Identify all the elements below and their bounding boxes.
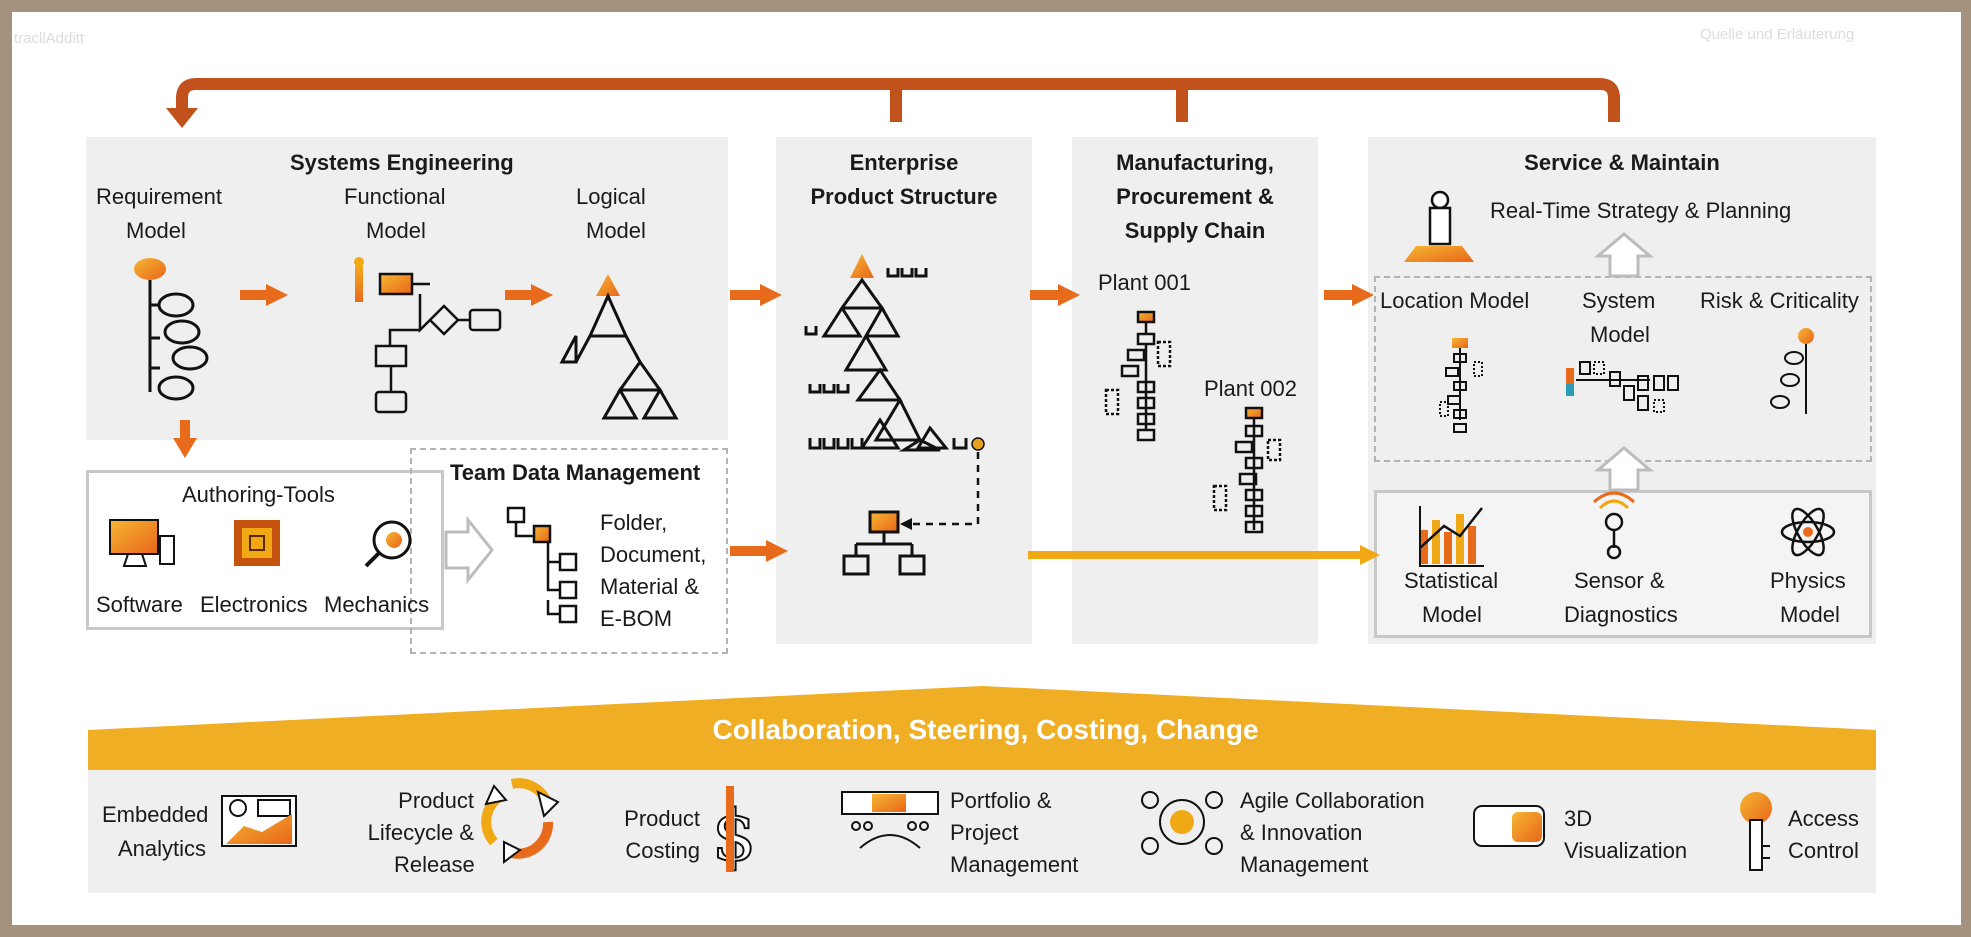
- product-costing-icon: $: [711, 786, 758, 878]
- tdm-desc-1: Folder,: [600, 510, 668, 535]
- access-key-icon: [1740, 792, 1772, 871]
- physics-icon: [1780, 507, 1836, 557]
- manufacturing-title-1: Manufacturing,: [1116, 150, 1274, 175]
- tdm-desc-3: Material &: [600, 574, 700, 599]
- embedded-analytics-icon: [221, 795, 297, 847]
- tdm-desc-2: Document,: [600, 542, 707, 567]
- portfolio-line2: Project: [950, 820, 1019, 845]
- statistical-line2: Model: [1422, 602, 1482, 627]
- 3d-visualization-icon: [1473, 805, 1545, 847]
- location-model-icon: [1439, 338, 1483, 433]
- sensor-icon: [1592, 491, 1636, 560]
- tdm-desc-4: E-BOM: [600, 606, 673, 631]
- background-text: tracllAdditt: [14, 30, 85, 47]
- costing-line2: Costing: [625, 838, 700, 863]
- access-line2: Control: [1788, 838, 1859, 863]
- flow-arrows: [173, 284, 1380, 565]
- logical-model-icon: [559, 274, 679, 420]
- agile-collab-icon: [1141, 791, 1223, 855]
- agile-line3: Management: [1240, 852, 1369, 877]
- portfolio-icon: [841, 791, 939, 849]
- system-model-icon: [1566, 361, 1679, 413]
- feedback-loop-arrow: [176, 78, 1620, 122]
- portfolio-line3: Management: [950, 852, 1079, 877]
- logical-model-line1: Logical: [576, 184, 646, 209]
- agile-line1: Agile Collaboration: [1240, 788, 1425, 813]
- manufacturing-title-2: Procurement &: [1116, 184, 1274, 209]
- risk-criticality-icon: [1770, 328, 1814, 414]
- access-line1: Access: [1788, 806, 1859, 831]
- collaboration-banner-text: Collaboration, Steering, Costing, Change: [712, 714, 1259, 745]
- collaboration-banner: [88, 686, 1876, 770]
- enterprise-dashed-link: [910, 452, 980, 526]
- bottom-strip: [88, 755, 1876, 893]
- electronics-icon: [234, 520, 280, 566]
- hollow-arrows: [444, 232, 1655, 585]
- location-model-label: Location Model: [1380, 288, 1530, 313]
- portfolio-line1: Portfolio &: [950, 788, 1052, 813]
- enterprise-node-icon: [971, 437, 985, 451]
- costing-line1: Product: [624, 806, 700, 831]
- agile-line2: & Innovation: [1240, 820, 1363, 845]
- functional-model-icon: [354, 257, 502, 414]
- plant-002-icon: [1212, 406, 1282, 534]
- physics-line2: Model: [1780, 602, 1840, 627]
- requirement-model-line2: Model: [126, 218, 186, 243]
- risk-label: Risk & Criticality: [1700, 288, 1859, 313]
- product-lifecycle-icon: [481, 778, 560, 864]
- sensor-line1: Sensor &: [1574, 568, 1665, 593]
- tdm-title: Team Data Management: [450, 460, 701, 485]
- plm-line1: Product: [398, 788, 474, 813]
- plant-001-icon: [1104, 310, 1172, 442]
- electronics-label: Electronics: [200, 592, 308, 617]
- requirement-model-icon: [134, 258, 209, 401]
- service-title: Service & Maintain: [1524, 150, 1720, 175]
- logical-model-line2: Model: [586, 218, 646, 243]
- manufacturing-title-3: Supply Chain: [1124, 218, 1266, 243]
- viz-line2: Visualization: [1564, 838, 1688, 863]
- plm-line3: Release: [394, 852, 475, 877]
- embedded-line1: Embedded: [102, 802, 209, 827]
- authoring-title: Authoring-Tools: [182, 482, 335, 507]
- mechanics-label: Mechanics: [324, 592, 430, 617]
- plant-001-label: Plant 001: [1098, 270, 1191, 295]
- statistical-line1: Statistical: [1404, 568, 1499, 593]
- enterprise-title-1: Enterprise: [849, 150, 959, 175]
- mechanics-icon: [364, 520, 412, 568]
- sensor-line2: Diagnostics: [1564, 602, 1678, 627]
- ebom-tree-icon: [842, 510, 926, 576]
- system-model-line1: System: [1582, 288, 1656, 313]
- software-icon: [109, 519, 175, 567]
- system-model-line2: Model: [1590, 322, 1650, 347]
- plant-002-label: Plant 002: [1204, 376, 1297, 401]
- physics-line1: Physics: [1770, 568, 1846, 593]
- embedded-line2: Analytics: [118, 836, 207, 861]
- enterprise-structure-icon: [804, 254, 968, 452]
- statistical-model-icon: [1419, 506, 1484, 567]
- svg-text:$: $: [712, 795, 757, 877]
- tdm-folder-icon: [506, 506, 578, 624]
- functional-model-line1: Functional: [344, 184, 446, 209]
- viz-line1: 3D: [1564, 806, 1593, 831]
- plm-line2: Lifecycle &: [367, 820, 474, 845]
- pawn-icon: [1404, 190, 1474, 262]
- feedback-arrowhead: [166, 108, 198, 128]
- systems-engineering-title: Systems Engineering: [290, 150, 514, 175]
- functional-model-line2: Model: [366, 218, 426, 243]
- requirement-model-line1: Requirement: [96, 184, 222, 209]
- rts-label: Real-Time Strategy & Planning: [1490, 198, 1792, 223]
- enterprise-title-2: Product Structure: [810, 184, 998, 209]
- software-label: Software: [96, 592, 183, 617]
- background-text: Quelle und Erläuterung: [1700, 26, 1855, 43]
- team-data-management-box: [410, 448, 728, 654]
